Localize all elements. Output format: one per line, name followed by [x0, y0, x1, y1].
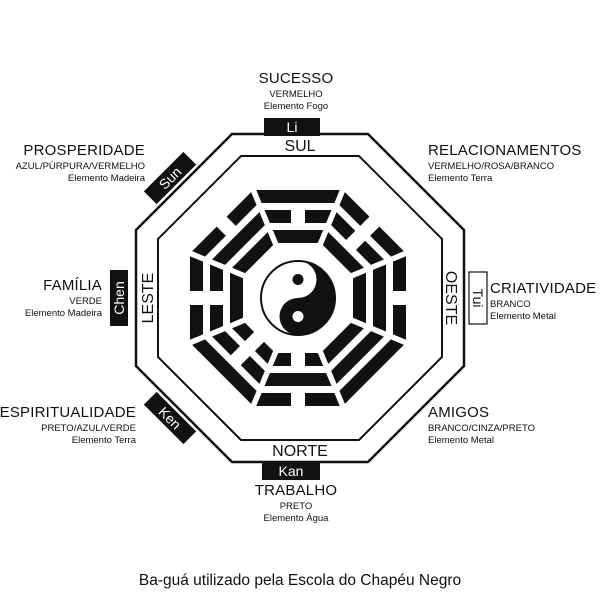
- direction-east: LESTE: [140, 273, 157, 324]
- trigram-line-yin: [254, 341, 274, 364]
- direction-south: SUL: [284, 138, 315, 155]
- trigram-line-yin: [240, 355, 265, 384]
- area-amigos-element: Elemento Metal: [428, 434, 495, 446]
- area-relacionamentos: RELACIONAMENTOS VERMELHO/ROSA/BRANCO Ele…: [428, 142, 582, 185]
- trigram-bottom-left: [192, 322, 274, 404]
- area-prosperidade-colors: AZUL/PÚRPURA/VERMELHO: [15, 160, 145, 172]
- trigram-line-yang: [353, 272, 366, 324]
- trigram-line-yin: [370, 226, 404, 257]
- area-espiritualidade-element: Elemento Terra: [71, 434, 136, 446]
- area-amigos: AMIGOS BRANCO/CINZA/PRETO Elemento Metal: [428, 404, 535, 447]
- area-sucesso-title: SUCESSO: [258, 70, 334, 87]
- trigram-tag-tui-label: Tui: [470, 289, 486, 308]
- trigram-line-yin: [339, 192, 370, 226]
- figure-caption: Ba-guá utilizado pela Escola do Chapéu N…: [138, 572, 462, 589]
- trigram-top: [256, 190, 340, 243]
- direction-west: OESTE: [442, 271, 459, 325]
- area-prosperidade-title: PROSPERIDADE: [23, 142, 145, 159]
- area-criatividade-element: Elemento Metal: [490, 310, 557, 322]
- trigram-tag-chen: Chen: [110, 270, 128, 326]
- trigram-line-yang: [272, 230, 324, 243]
- trigram-top-right: [322, 192, 404, 274]
- trigram-line-yang: [331, 331, 384, 384]
- area-familia-element: Elemento Madeira: [24, 307, 102, 319]
- trigram-line-yang: [212, 212, 265, 265]
- trigram-line-yin: [264, 210, 291, 223]
- area-relacionamentos-element: Elemento Terra: [428, 172, 493, 184]
- trigram-tag-kan: Kan: [262, 462, 320, 480]
- trigram-line-yin: [226, 192, 257, 226]
- trigram-line-yang: [339, 339, 404, 404]
- trigram-line-yin: [305, 210, 332, 223]
- trigram-tag-li: Li: [264, 118, 320, 136]
- trigram-line-yang: [373, 264, 386, 332]
- trigram-line-yin: [190, 305, 203, 340]
- trigram-line-yin: [256, 393, 291, 406]
- trigram-line-yin: [210, 264, 223, 291]
- trigram-line-yin: [212, 331, 241, 356]
- area-criatividade-colors: BRANCO: [490, 298, 531, 310]
- yin-yang-icon: [260, 260, 336, 336]
- trigram-line-yin: [305, 393, 340, 406]
- trigram-bottom-right: [322, 322, 404, 404]
- area-trabalho-element: Elemento Água: [263, 512, 329, 524]
- trigram-bottom: [256, 353, 340, 406]
- area-prosperidade-element: Elemento Madeira: [67, 172, 145, 184]
- direction-north: NORTE: [272, 443, 328, 460]
- area-relacionamentos-colors: VERMELHO/ROSA/BRANCO: [428, 160, 555, 172]
- trigram-line-yin: [393, 256, 406, 291]
- trigram-line-yang: [322, 322, 364, 364]
- trigram-line-yin: [355, 240, 384, 265]
- area-sucesso: SUCESSO VERMELHO Elemento Fogo: [259, 70, 334, 113]
- area-criatividade-title: CRIATIVIDADE: [490, 280, 597, 297]
- area-amigos-title: AMIGOS: [428, 404, 490, 421]
- trigram-line-yin: [190, 256, 203, 291]
- area-relacionamentos-title: RELACIONAMENTOS: [428, 142, 582, 159]
- trigram-tag-chen-label: Chen: [111, 281, 127, 314]
- trigram-left: [190, 256, 243, 340]
- area-sucesso-element: Elemento Fogo: [263, 100, 329, 112]
- trigram-line-yin: [192, 226, 226, 257]
- trigram-line-yin: [232, 322, 255, 342]
- trigram-line-yang: [192, 339, 257, 404]
- trigram-line-yang: [322, 232, 364, 274]
- trigram-line-yang: [264, 373, 332, 386]
- trigram-line-yin: [305, 353, 324, 366]
- trigram-layer: [190, 190, 406, 406]
- area-prosperidade: PROSPERIDADE AZUL/PÚRPURA/VERMELHO Eleme…: [16, 142, 145, 185]
- area-familia: FAMÍLIA VERDE Elemento Madeira: [25, 277, 102, 320]
- trigram-right: [353, 256, 406, 340]
- trigram-line-yin: [210, 305, 223, 332]
- area-amigos-colors: BRANCO/CINZA/PRETO: [428, 422, 535, 434]
- trigram-line-yang: [230, 272, 243, 324]
- area-familia-colors: VERDE: [69, 295, 102, 307]
- trigram-tag-kan-label: Kan: [279, 463, 304, 479]
- area-trabalho-title: TRABALHO: [254, 482, 338, 499]
- trigram-line-yang: [232, 232, 274, 274]
- area-trabalho-colors: PRETO: [279, 500, 313, 512]
- trigram-line-yin: [331, 212, 356, 241]
- trigram-line-yin: [272, 353, 291, 366]
- area-espiritualidade-colors: PRETO/AZUL/VERDE: [41, 422, 136, 434]
- area-espiritualidade: ESPIRITUALIDADE PRETO/AZUL/VERDE Element…: [0, 404, 136, 447]
- trigram-tag-tui: Tui: [468, 271, 488, 325]
- area-sucesso-colors: VERMELHO: [269, 88, 323, 100]
- trigram-line-yang: [256, 190, 340, 203]
- trigram-tag-li-label: Li: [287, 119, 298, 135]
- area-familia-title: FAMÍLIA: [43, 277, 102, 294]
- trigram-top-left: [192, 192, 274, 274]
- area-trabalho: TRABALHO PRETO Elemento Água: [255, 482, 337, 525]
- trigram-line-yin: [393, 305, 406, 340]
- area-espiritualidade-title: ESPIRITUALIDADE: [0, 404, 136, 421]
- area-criatividade: CRIATIVIDADE BRANCO Elemento Metal: [490, 280, 596, 323]
